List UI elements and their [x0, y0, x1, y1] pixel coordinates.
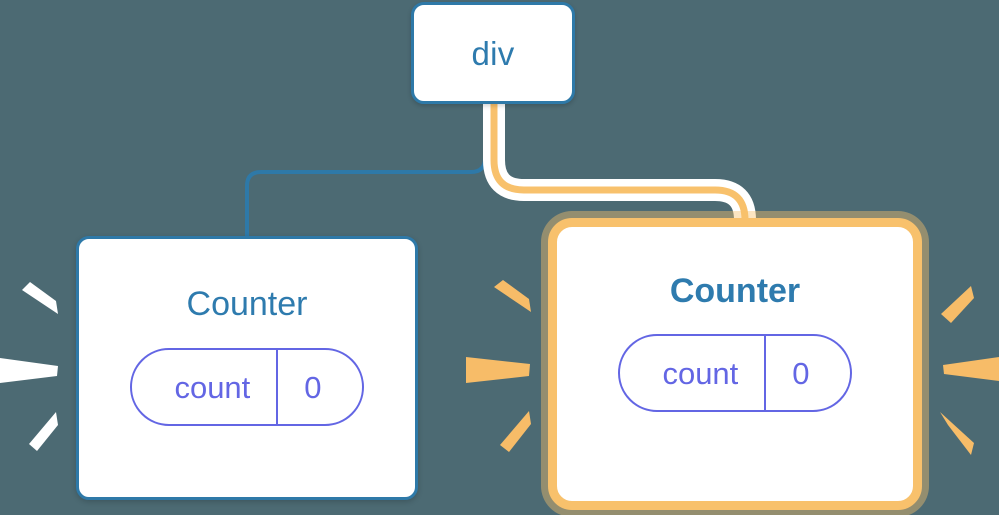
node-counter-left-label: Counter — [186, 285, 308, 323]
render-flash-middle — [466, 280, 531, 452]
node-counter-left[interactable]: Counter count 0 — [76, 236, 418, 500]
state-name-right: count — [662, 355, 739, 391]
ray — [940, 412, 974, 455]
state-value-left: 0 — [304, 369, 322, 405]
render-flash-left — [0, 282, 58, 451]
node-counter-right[interactable]: Counter count 0 — [548, 218, 922, 510]
node-div-label: div — [471, 34, 515, 72]
node-div[interactable]: div — [411, 2, 575, 104]
ray — [22, 282, 58, 314]
state-name-left: count — [174, 369, 251, 405]
state-pill-left[interactable]: count 0 — [130, 348, 364, 426]
ray — [0, 358, 58, 383]
ray — [494, 280, 531, 312]
ray — [941, 286, 974, 323]
ray — [500, 411, 531, 452]
ray — [29, 412, 58, 451]
ray — [466, 357, 530, 383]
ray — [943, 357, 999, 381]
node-counter-right-label: Counter — [669, 272, 801, 310]
state-divider — [276, 350, 279, 424]
edge-div-to-counter-left — [245, 102, 487, 238]
state-value-right: 0 — [792, 355, 810, 391]
render-flash-right — [940, 286, 999, 455]
state-pill-right[interactable]: count 0 — [618, 334, 852, 412]
state-divider — [764, 336, 767, 410]
edge-div-to-counter-right — [490, 104, 749, 240]
